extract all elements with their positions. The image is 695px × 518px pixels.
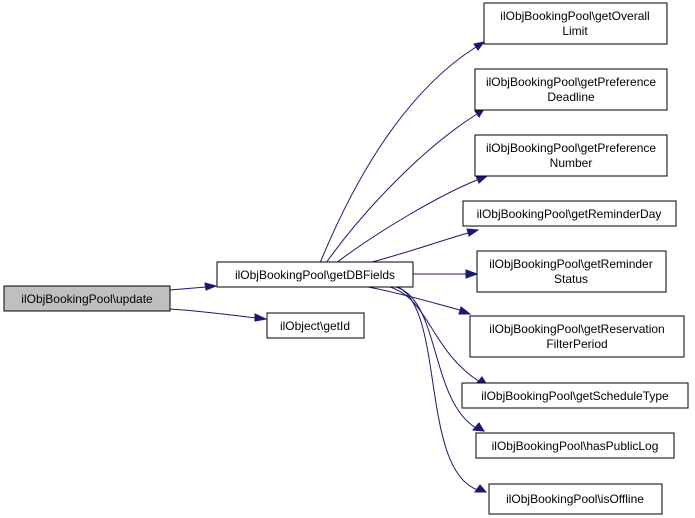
edge-update-to-getdbfields — [169, 286, 207, 291]
node-label-line2: Number — [550, 156, 593, 170]
edge-arrowhead — [474, 484, 488, 493]
node-box — [476, 250, 667, 293]
edge-arrowhead — [466, 228, 480, 237]
node-box — [488, 483, 663, 515]
node-label: ilObjBookingPool\getScheduleType — [481, 389, 669, 403]
edge-getdbfields-to-getpreferencenumber — [335, 179, 478, 264]
node-update[interactable]: ilObjBookingPool\update — [3, 285, 171, 312]
node-box — [266, 312, 365, 339]
node-label-line1: ilObjBookingPool\getReminder — [489, 257, 652, 271]
edge-arrowhead — [254, 313, 268, 322]
edge-arrowhead — [465, 269, 479, 279]
node-label: ilObjBookingPool\hasPublicLog — [492, 439, 659, 453]
node-box — [474, 134, 668, 177]
node-haspubliclog[interactable]: ilObjBookingPool\hasPublicLog — [475, 432, 675, 459]
node-label-line1: ilObjBookingPool\getOverall — [500, 9, 649, 23]
node-label-line1: ilObjBookingPool\getReservation — [489, 322, 664, 336]
edge-getdbfields-to-getoveralllimit — [319, 46, 477, 264]
node-label: ilObjBookingPool\isOffline — [506, 492, 644, 506]
edge-getdbfields-to-getscheduletype — [389, 286, 481, 383]
node-box — [469, 315, 685, 358]
edges — [169, 41, 489, 493]
node-label: ilObject\getId — [280, 319, 350, 333]
edge-arrowhead — [475, 175, 489, 184]
node-label: ilObjBookingPool\update — [21, 292, 153, 306]
node-label-line2: FilterPeriod — [546, 337, 607, 351]
edge-getdbfields-to-isoffline — [397, 286, 479, 491]
node-isoffline[interactable]: ilObjBookingPool\isOffline — [488, 483, 663, 515]
node-label-line1: ilObjBookingPool\getPreference — [486, 75, 656, 89]
edge-arrowhead — [471, 422, 485, 432]
node-getscheduletype[interactable]: ilObjBookingPool\getScheduleType — [461, 382, 689, 409]
node-box — [462, 200, 677, 227]
edge-getdbfields-to-haspubliclog — [395, 286, 477, 429]
node-box — [474, 68, 668, 111]
node-getoveralllimit[interactable]: ilObjBookingPool\getOverall Limit — [483, 2, 668, 45]
node-box — [3, 285, 171, 312]
edge-getdbfields-to-getreminderday — [367, 232, 469, 264]
node-getid[interactable]: ilObject\getId — [266, 312, 365, 339]
node-getpreferencedeadline[interactable]: ilObjBookingPool\getPreference Deadline — [474, 68, 668, 111]
node-getreminderday[interactable]: ilObjBookingPool\getReminderDay — [462, 200, 677, 227]
edge-getdbfields-to-getpreferencedeadline — [325, 113, 478, 264]
node-label-line2: Deadline — [547, 90, 595, 104]
node-getreminderstatus[interactable]: ilObjBookingPool\getReminder Status — [476, 250, 667, 293]
node-label-line2: Limit — [562, 24, 588, 38]
edge-arrowhead — [473, 41, 486, 51]
edge-getdbfields-to-getreservationfilterperiod — [367, 286, 461, 311]
node-getpreferencenumber[interactable]: ilObjBookingPool\getPreference Number — [474, 134, 668, 177]
node-box — [475, 432, 675, 459]
node-label-line2: Status — [554, 272, 588, 286]
node-label: ilObjBookingPool\getReminderDay — [477, 207, 662, 221]
edge-arrowhead — [204, 282, 218, 291]
node-label-line1: ilObjBookingPool\getPreference — [486, 141, 656, 155]
node-box — [216, 261, 414, 288]
node-box — [461, 382, 689, 409]
node-box — [483, 2, 668, 45]
edge-update-to-getid — [169, 308, 257, 319]
node-label: ilObjBookingPool\getDBFields — [235, 268, 395, 282]
node-getdbfields[interactable]: ilObjBookingPool\getDBFields — [216, 261, 414, 288]
node-getreservationfilterperiod[interactable]: ilObjBookingPool\getReservation FilterPe… — [469, 315, 685, 358]
edge-arrowhead — [458, 306, 472, 315]
